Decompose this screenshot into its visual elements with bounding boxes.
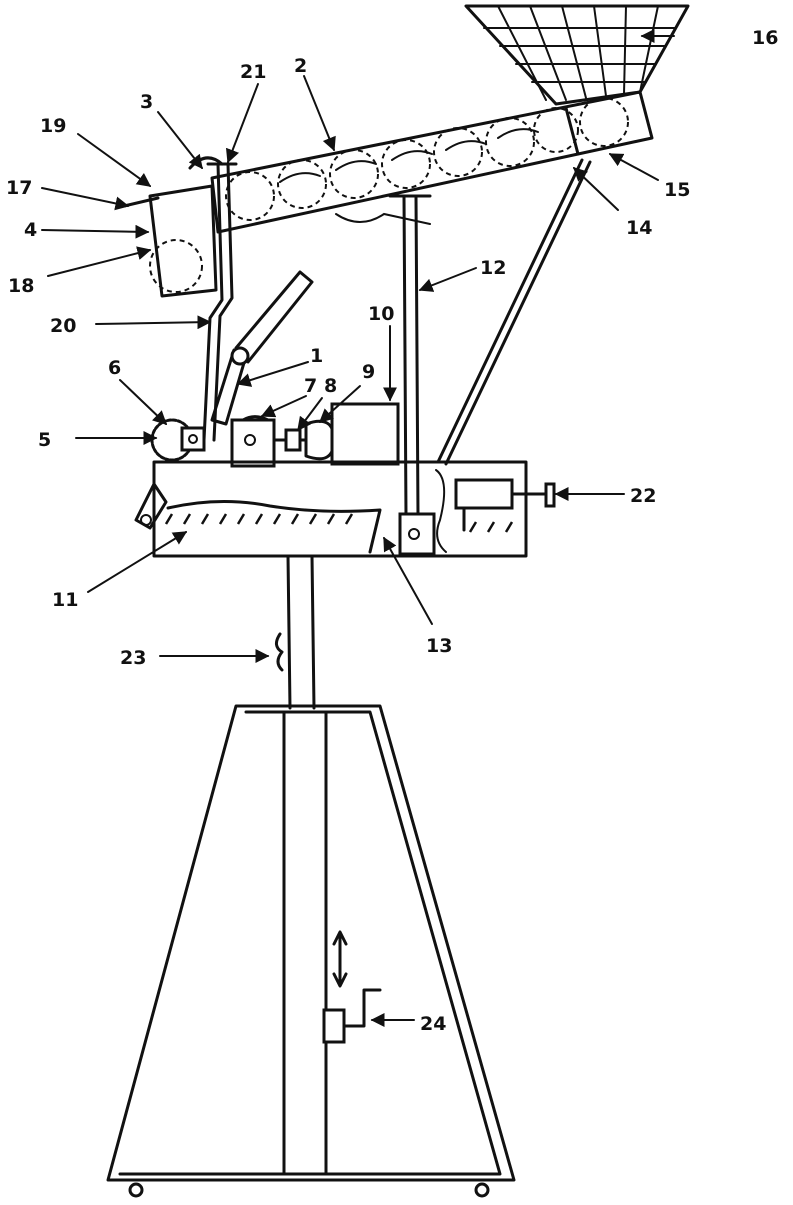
- inclined-feeder-tube: [210, 90, 654, 234]
- lever-rods: [202, 162, 238, 442]
- label-18: 18: [8, 275, 34, 297]
- label-3: 3: [140, 91, 153, 113]
- label-5: 5: [38, 429, 51, 451]
- label-2: 2: [294, 55, 307, 77]
- label-1: 1: [310, 345, 323, 367]
- label-7: 7: [304, 375, 317, 397]
- gear-assembly: [150, 402, 400, 468]
- label-15: 15: [664, 179, 690, 201]
- label-8: 8: [324, 375, 337, 397]
- label-24: 24: [420, 1013, 446, 1035]
- support-strut: [436, 158, 592, 466]
- label-11: 11: [52, 589, 78, 611]
- label-13: 13: [426, 635, 452, 657]
- support-column: [275, 554, 316, 710]
- label-14: 14: [626, 217, 652, 239]
- label-21: 21: [240, 61, 266, 83]
- label-6: 6: [108, 357, 121, 379]
- tripod-stand: [106, 704, 516, 1198]
- label-16: 16: [752, 27, 778, 49]
- label-10: 10: [368, 303, 394, 325]
- base-box: [134, 460, 556, 558]
- label-9: 9: [362, 361, 375, 383]
- leader-lines: [41, 29, 675, 1027]
- vertical-post: [388, 194, 432, 518]
- label-23: 23: [120, 647, 146, 669]
- swing-arm: [210, 270, 314, 426]
- label-17: 17: [6, 177, 32, 199]
- label-12: 12: [480, 257, 506, 279]
- label-22: 22: [630, 485, 656, 507]
- reference-labels: 16 2 21 3 19 17 4 18 20 1 6 7 8 9 10 12 …: [6, 27, 778, 1035]
- label-19: 19: [40, 115, 66, 137]
- label-4: 4: [24, 219, 37, 241]
- label-20: 20: [50, 315, 76, 337]
- hopper-grid: [464, 4, 690, 106]
